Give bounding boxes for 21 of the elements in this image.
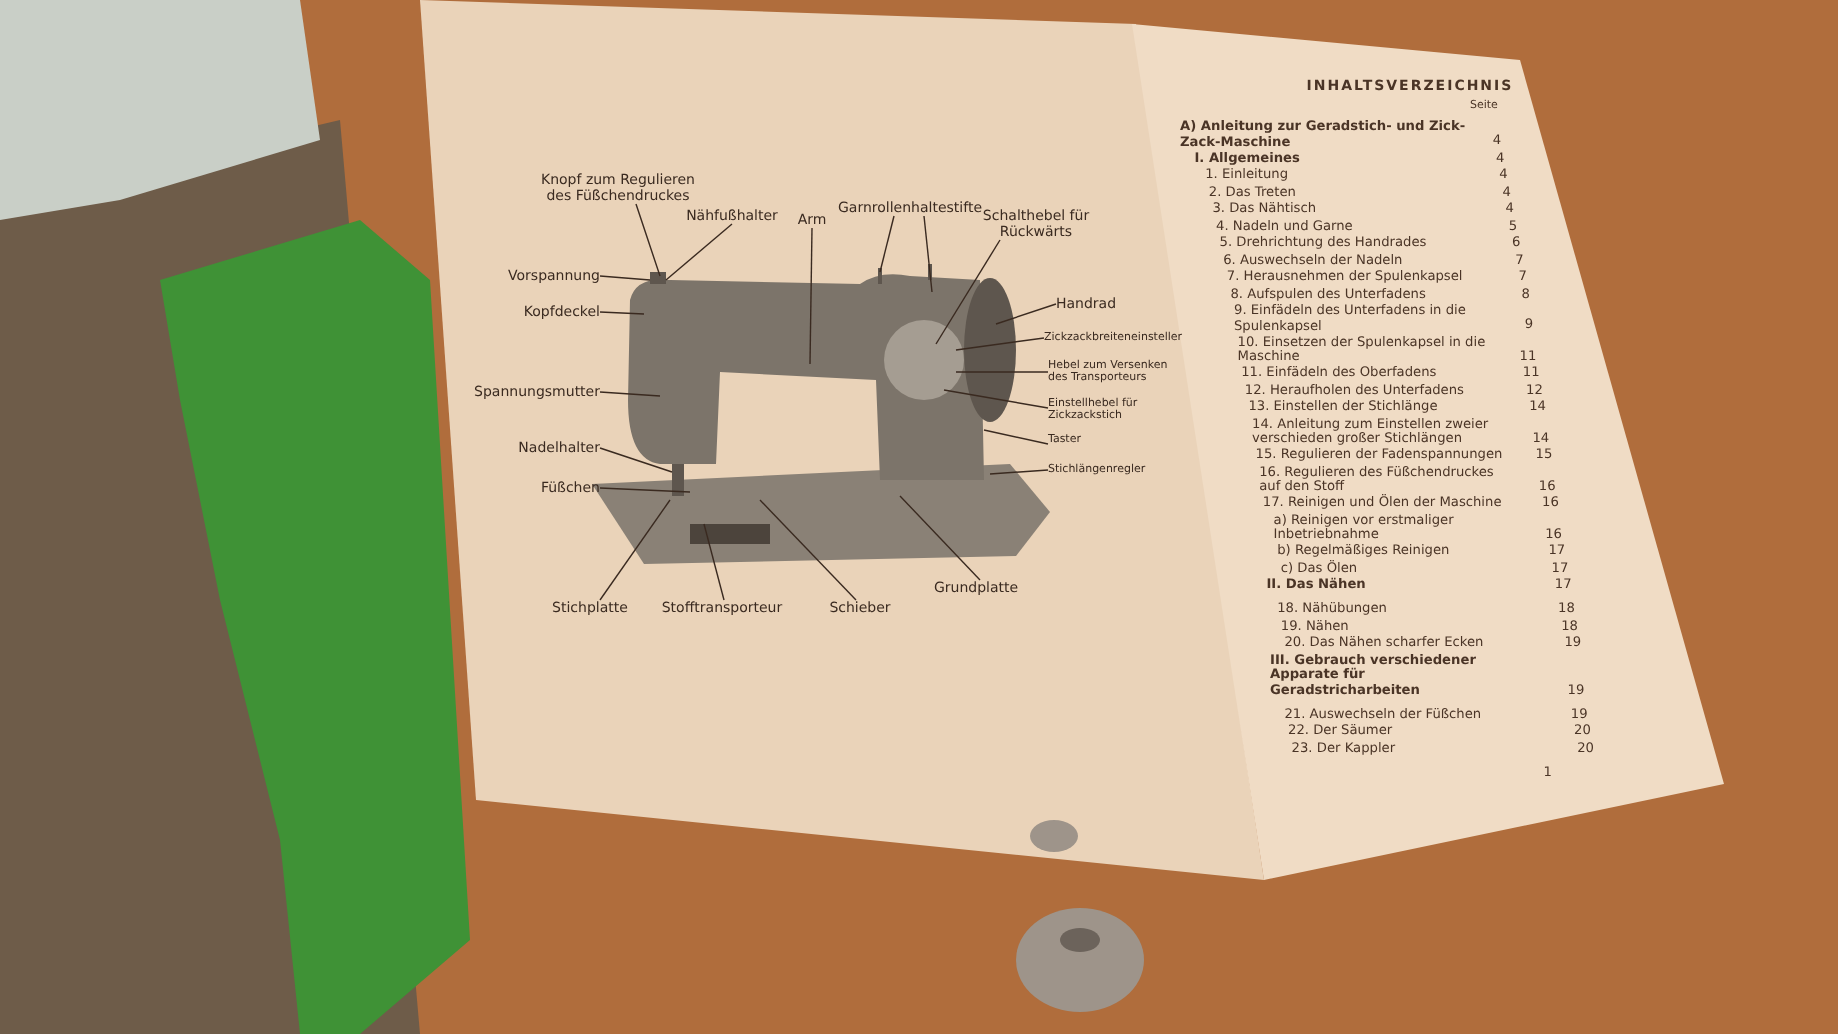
- leader-line: [599, 275, 651, 281]
- leader-line: [923, 215, 933, 293]
- leader-line: [599, 311, 645, 315]
- leader-line: [599, 487, 691, 493]
- leader-line: [635, 203, 661, 277]
- leader-line: [955, 371, 1049, 373]
- leader-line: [599, 499, 671, 601]
- leader-line: [599, 447, 673, 473]
- leader-line: [899, 495, 981, 581]
- leader-line: [809, 227, 813, 365]
- leader-line: [599, 391, 661, 397]
- leader-line: [703, 523, 725, 601]
- leader-line: [759, 499, 857, 601]
- leader-line: [983, 429, 1049, 445]
- leader-line: [879, 215, 895, 273]
- leader-line: [955, 337, 1045, 351]
- leader-line: [989, 469, 1049, 475]
- leader-line: [665, 223, 733, 281]
- leader-line: [943, 389, 1049, 409]
- leader-line: [995, 303, 1057, 325]
- leader-line: [935, 239, 1001, 345]
